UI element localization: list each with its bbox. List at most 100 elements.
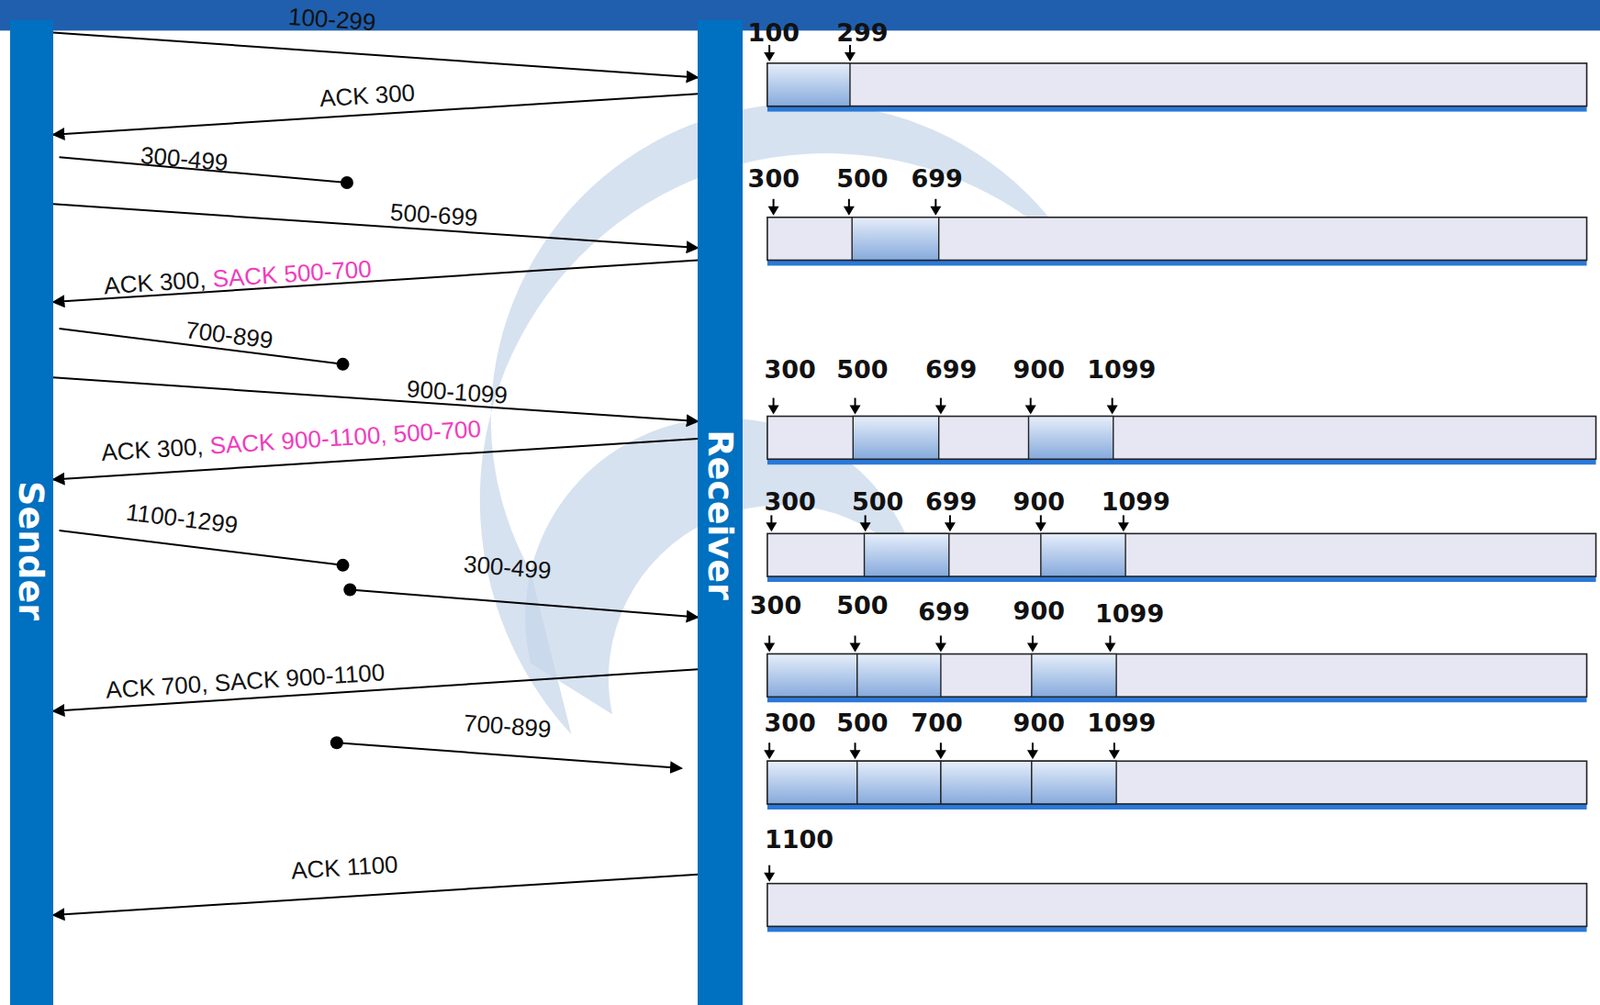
pointer-head: [1027, 749, 1039, 760]
packet-arrow: [53, 259, 699, 303]
pointer-head: [763, 872, 775, 883]
loss-dot: [340, 176, 354, 190]
sequence-number: 699: [917, 597, 970, 627]
pointer-head: [768, 405, 780, 415]
receive-buffer: [763, 636, 1587, 704]
ack-part: ACK 300,: [102, 265, 207, 300]
sequence-number: 500: [836, 591, 888, 620]
loss-dot: [343, 583, 357, 597]
receive-buffer: [767, 398, 1597, 466]
sequence-number: 500: [836, 708, 888, 738]
received-segment: [851, 217, 939, 261]
sequence-number: 300: [763, 487, 816, 516]
pointer-head: [850, 405, 862, 415]
packet-label: 100-299: [287, 1, 377, 37]
host-name: Sender: [11, 481, 52, 621]
pointer-head: [844, 52, 856, 62]
sequence-number: 700: [910, 708, 963, 738]
received-segment: [857, 654, 941, 698]
sequence-number: 900: [1013, 355, 1065, 384]
buffer-bar: [767, 760, 1588, 805]
received-segment: [767, 654, 858, 698]
pointer-head: [1025, 405, 1037, 415]
pointer-head: [1108, 749, 1120, 760]
packet-arrow: [53, 377, 699, 422]
buffer-bar: [767, 654, 1588, 698]
packet-line: [336, 742, 683, 769]
sequence-number: 900: [1013, 487, 1065, 516]
received-segment: [852, 416, 939, 460]
buffer-bar: [767, 883, 1588, 928]
received-segment: [1040, 533, 1126, 577]
buffer-bar: [767, 63, 1588, 107]
pointer-head: [765, 522, 777, 532]
sequence-number: 699: [910, 164, 963, 193]
pointer-head: [1107, 405, 1119, 415]
received-segment: [857, 760, 941, 805]
pointer-head: [768, 206, 780, 216]
packet-arrow: [53, 874, 699, 916]
sequence-number: 1099: [1101, 487, 1171, 516]
received-segment: [1029, 416, 1114, 460]
pointer-head: [935, 749, 947, 760]
sequence-number: 299: [836, 18, 888, 47]
segment-line: [343, 583, 698, 618]
title-band: [0, 0, 1600, 31]
host-bar: Receiver: [697, 20, 743, 1005]
sequence-number: 300: [748, 164, 800, 193]
packet-arrow: [53, 203, 699, 248]
packet-line: [349, 590, 698, 618]
received-segment: [1031, 654, 1117, 698]
packet-label: 900-1099: [405, 375, 509, 411]
buffer-bar: [767, 416, 1597, 460]
sack-part: SACK 500-700: [204, 254, 372, 293]
received-segment: [1031, 760, 1117, 805]
packet-label: 1100-1299: [123, 498, 239, 541]
buffer-bar: [767, 533, 1597, 577]
sequence-number: 500: [836, 355, 888, 384]
pointer-head: [860, 522, 872, 532]
loss-dot: [336, 559, 350, 572]
pointer-head: [850, 749, 862, 760]
loss-dot: [330, 736, 344, 750]
receive-buffer: [765, 514, 1596, 582]
packet-label: 700-899: [183, 315, 275, 356]
packet-label: ACK 1100: [290, 850, 399, 886]
sequence-number: 1100: [764, 825, 834, 854]
packet-label: 300-499: [138, 141, 229, 178]
sequence-number: 300: [763, 708, 816, 738]
packet-arrow: [53, 33, 699, 79]
packet-label: ACK 300, SACK 900-1100, 500-700: [100, 414, 482, 468]
receive-buffer: [763, 742, 1587, 810]
ack-part: ACK 300,: [100, 432, 204, 467]
sequence-number: 500: [836, 164, 888, 193]
loss-dot: [336, 358, 350, 371]
pointer-head: [1027, 643, 1039, 653]
host-bar: Sender: [10, 20, 54, 1005]
sequence-number: 300: [749, 591, 802, 620]
pointer-head: [944, 522, 956, 532]
host-name: Receiver: [700, 430, 741, 602]
sequence-number: 699: [925, 355, 977, 384]
received-segment: [864, 533, 950, 577]
sequence-number: 699: [925, 487, 977, 516]
sequence-number: 1099: [1086, 708, 1156, 738]
pointer-head: [763, 749, 775, 760]
pointer-head: [763, 643, 775, 653]
sequence-number: 1099: [1086, 355, 1156, 384]
segment-line: [330, 736, 683, 769]
pointer-head: [929, 206, 941, 216]
receive-buffer: [763, 44, 1587, 112]
received-segment: [767, 63, 851, 107]
received-segment: [940, 760, 1032, 805]
sequence-number: 300: [763, 355, 816, 384]
pointer-head: [1035, 522, 1047, 532]
sequence-number: 900: [1013, 596, 1065, 626]
received-segment: [767, 760, 858, 805]
sequence-number: 500: [851, 487, 904, 516]
sequence-number: 900: [1013, 708, 1065, 738]
buffer-bar: [767, 217, 1588, 261]
sequence-number: 100: [748, 18, 800, 47]
sack-part: SACK 900-1100, 500-700: [201, 414, 482, 460]
